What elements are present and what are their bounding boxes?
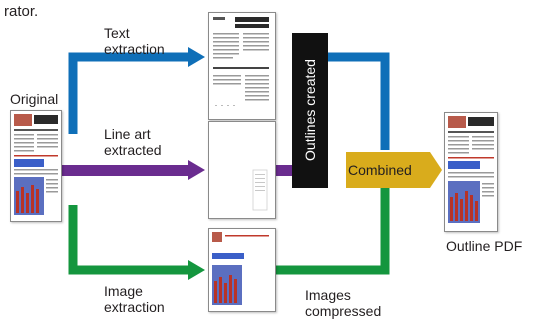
- text-page-art: [213, 17, 269, 106]
- text-to-combined-line: [315, 52, 390, 150]
- line-art-page-thumbnail: [208, 121, 276, 219]
- combined-badge: [346, 152, 442, 188]
- original-document-thumbnail: [10, 110, 62, 222]
- text-page-thumbnail: [208, 12, 276, 120]
- image-page-art: [212, 232, 269, 305]
- text-extraction-path: [68, 47, 390, 150]
- label-original: Original: [10, 91, 59, 107]
- text-path-line: [68, 52, 190, 134]
- image-extraction-path: [68, 184, 390, 280]
- image-path-line: [68, 205, 190, 275]
- outline-pdf-thumbnail: [444, 112, 498, 232]
- line-art-path-line: [56, 165, 190, 176]
- original-document-art: [14, 114, 58, 215]
- label-images-compressed: Images compressed: [305, 287, 382, 319]
- label-outline-pdf: Outline PDF: [446, 238, 523, 254]
- image-page-thumbnail: [208, 228, 276, 312]
- line-art-path: [56, 160, 293, 180]
- label-text-extraction: Text extraction: [104, 25, 165, 57]
- line-art-to-outlines-line: [275, 165, 293, 176]
- line-art-page-art: [252, 169, 268, 211]
- caption-fragment: rator.: [4, 3, 39, 20]
- combined-label: Combined: [348, 162, 412, 178]
- label-image-extraction: Image extraction: [104, 283, 165, 315]
- outlines-created-box: [292, 33, 328, 188]
- image-path-arrowhead: [188, 260, 205, 280]
- outline-pdf-art: [448, 116, 494, 223]
- outlines-created-label: Outlines created: [302, 59, 318, 161]
- label-line-art: Line art extracted: [104, 126, 162, 158]
- line-art-path-arrowhead: [188, 160, 205, 180]
- image-to-combined-line: [275, 184, 390, 275]
- text-path-arrowhead: [188, 47, 205, 67]
